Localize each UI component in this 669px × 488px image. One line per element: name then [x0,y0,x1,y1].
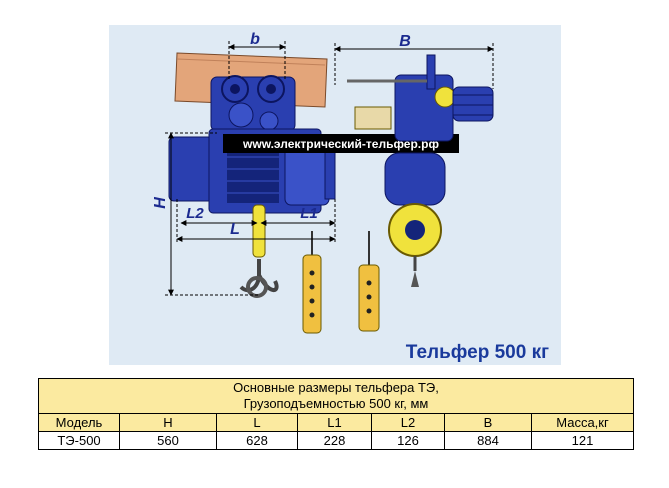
table-cell: 628 [216,431,298,450]
dimension-H: H [152,132,259,296]
side-view [347,54,494,206]
column-header: Модель [38,413,120,432]
table-caption-line1: Основные размеры тельфера ТЭ, [233,380,439,395]
table-caption: Основные размеры тельфера ТЭ, Грузоподъе… [38,378,634,414]
hook-assembly [239,204,279,298]
dimension-H-label: H [152,197,169,209]
table-caption-line2: Грузоподъемностью 500 кг, мм [243,396,429,411]
column-header: L1 [297,413,372,432]
dimension-L: L [176,199,336,243]
dimension-L2: L2 [180,205,258,226]
dimension-b: b [228,31,286,81]
table-cell: ТЭ-500 [38,431,120,450]
dimension-b-label: b [250,31,260,48]
dimension-L-label: L [230,221,240,238]
table-caption-row: Основные размеры тельфера ТЭ, Грузоподъе… [38,378,634,414]
table-cell: 126 [371,431,445,450]
pendant-2 [358,231,380,332]
dimension-L1-label: L1 [300,205,318,222]
dimension-B-line: B [334,33,494,89]
column-header: B [444,413,532,432]
spec-table: Основные размеры тельфера ТЭ, Грузоподъе… [38,378,634,450]
website-url: www.электрический-тельфер.рф [242,137,439,151]
table-cell: 121 [531,431,634,450]
table-cell: 560 [119,431,217,450]
dimension-L2-label: L2 [186,205,204,222]
hoist-body [168,128,336,214]
column-header: L2 [371,413,445,432]
column-header: H [119,413,217,432]
pendant-1 [302,231,322,334]
hoist-drawing: www.электрический-тельфер.рф [109,25,561,365]
column-header: Масса,кг [531,413,634,432]
column-header: L [216,413,298,432]
side-hook-block [388,203,442,287]
trolley [210,75,296,132]
table-header-row: Модель H L L1 L2 B Масса,кг [38,413,634,432]
dimension-B-label: B [399,33,411,50]
table-cell: 884 [444,431,532,450]
table-cell: 228 [297,431,372,450]
diagram-title: Тельфер 500 кг [406,342,549,363]
table-row: ТЭ-500 560 628 228 126 884 121 [38,431,634,450]
dimension-L1: L1 [260,205,336,226]
